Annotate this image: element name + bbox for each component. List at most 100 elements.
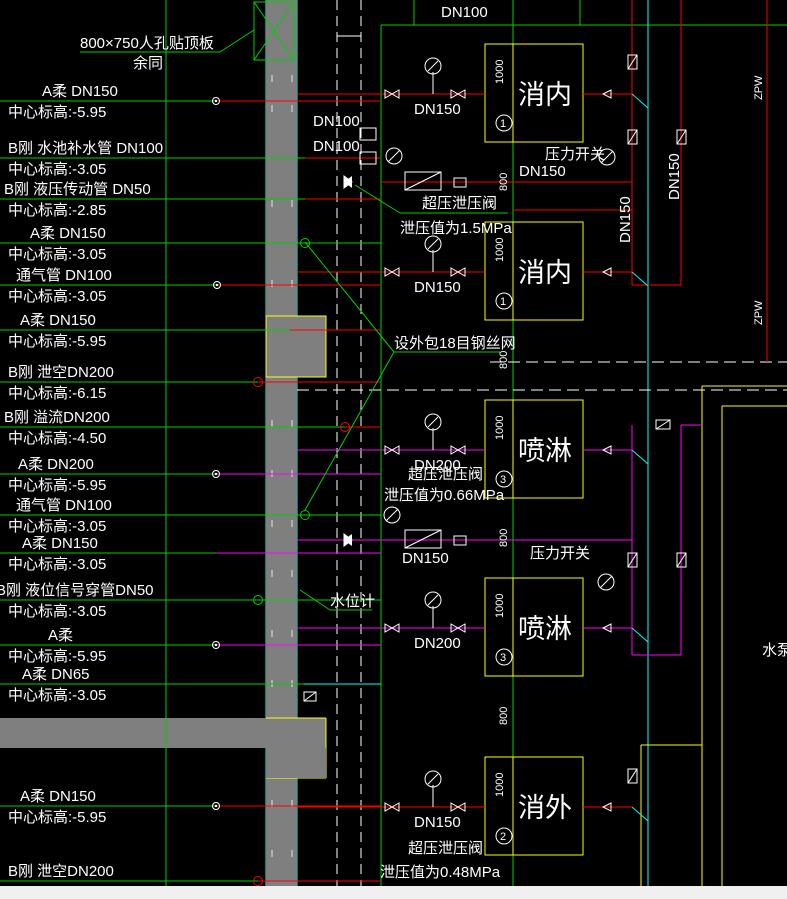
connector bbox=[631, 449, 649, 465]
gauge-needle bbox=[427, 773, 439, 785]
pump-label: 消外 bbox=[518, 793, 572, 824]
riser-code: ZPW bbox=[753, 300, 765, 325]
pipe-label: A柔 DN150 bbox=[22, 535, 98, 552]
gate-valve bbox=[450, 623, 460, 633]
pipe-elevation: 中心标高:-3.05 bbox=[8, 603, 106, 620]
manhole-top bbox=[266, 0, 297, 60]
manhole-note: 800×750人孔贴顶板 bbox=[80, 34, 214, 52]
pipe-label: 通气管 DN100 bbox=[16, 497, 112, 514]
pump-unit: 喷淋 1000 3 DN200 bbox=[297, 577, 649, 677]
gate-valve bbox=[390, 445, 400, 455]
relief-valve-label: 超压泄压阀 bbox=[408, 840, 483, 857]
pipe-end-symbol bbox=[214, 472, 218, 476]
connector bbox=[631, 93, 649, 109]
pipe-end-symbol bbox=[253, 377, 263, 387]
pipe-elevation: 中心标高:-3.05 bbox=[8, 288, 106, 305]
pump-size: 1000 bbox=[494, 60, 506, 84]
pressure-gauge bbox=[424, 235, 442, 253]
gate-valve bbox=[384, 802, 394, 812]
pipe-label: B刚 泄空DN200 bbox=[8, 863, 114, 880]
riser-code: ZPW bbox=[753, 75, 765, 100]
spacing-dim: 800 bbox=[498, 707, 510, 725]
relief-pressure-2: 泄压值为0.66MPa bbox=[384, 487, 505, 504]
pump-pipe-size: DN200 bbox=[414, 457, 461, 474]
gauge-needle bbox=[427, 594, 439, 606]
pipe-label: B刚 泄空DN200 bbox=[8, 364, 114, 381]
pipe-label: A柔 DN150 bbox=[30, 225, 106, 242]
pipe-elevation: 中心标高:-4.50 bbox=[8, 430, 106, 447]
connector bbox=[631, 806, 649, 822]
relief-valve-label: 超压泄压阀 bbox=[408, 466, 483, 483]
pump-size: 1000 bbox=[494, 594, 506, 618]
pipe-elevation: 中心标高:-3.05 bbox=[8, 161, 106, 178]
gate-valve bbox=[390, 802, 400, 812]
pipe-end-symbol bbox=[214, 643, 218, 647]
concrete-block bbox=[265, 315, 327, 378]
pipe-elevation: 中心标高:-5.95 bbox=[8, 104, 106, 121]
pipe-end-symbol bbox=[212, 802, 220, 810]
gate-valve bbox=[456, 623, 466, 633]
connector bbox=[631, 271, 649, 287]
pipe-elevation: 中心标高:-6.15 bbox=[8, 385, 106, 402]
top-pipe-size: DN100 bbox=[441, 4, 488, 21]
pump-pipe-size: DN150 bbox=[414, 101, 461, 118]
pipe-elevation: 中心标高:-5.95 bbox=[8, 648, 106, 665]
pump-outline bbox=[484, 399, 584, 499]
pipe-label: A柔 DN200 bbox=[18, 456, 94, 473]
gauge-needle bbox=[427, 60, 439, 72]
pump-pipe-size: DN150 bbox=[414, 279, 461, 296]
relief-valve-label: 超压泄压阀 bbox=[422, 195, 497, 212]
pipe-end-symbol bbox=[212, 641, 220, 649]
pipe-end-symbol bbox=[340, 422, 350, 432]
pump-index: 3 bbox=[500, 652, 506, 664]
pipe-elevation: 中心标高:-5.95 bbox=[8, 809, 106, 826]
pump-label: 喷淋 bbox=[518, 614, 572, 645]
pressure-switch-label: 压力开关 bbox=[545, 146, 605, 163]
spacing-dim: 800 bbox=[498, 173, 510, 191]
gate-valve bbox=[384, 267, 394, 277]
gate-valve bbox=[450, 802, 460, 812]
pump-index: 2 bbox=[500, 831, 506, 843]
pump-size: 1000 bbox=[494, 238, 506, 262]
pump-pipe-size: DN150 bbox=[414, 814, 461, 831]
gate-valve bbox=[450, 89, 460, 99]
riser-valves bbox=[627, 54, 687, 784]
gate-valve bbox=[456, 802, 466, 812]
pipe-elevation: 中心标高:-3.05 bbox=[8, 556, 106, 573]
pipe-end-symbol bbox=[300, 510, 310, 520]
pump-label: 消内 bbox=[518, 80, 572, 111]
pipe-label: A柔 DN65 bbox=[22, 666, 90, 683]
pipe-end-symbol bbox=[214, 804, 218, 808]
pipe-end-symbol bbox=[253, 876, 263, 886]
relief-pressure-3: 泄压值为0.48MPa bbox=[380, 864, 501, 881]
pipe-size-dn150: DN150 bbox=[519, 163, 566, 180]
pump-index: 1 bbox=[500, 118, 506, 130]
pipe-end-symbol bbox=[212, 97, 220, 105]
pipe-size-dn150: DN150 bbox=[402, 550, 449, 567]
connector bbox=[631, 627, 649, 643]
pump-index-circle bbox=[495, 470, 513, 488]
pump-index-circle bbox=[495, 827, 513, 845]
pressure-gauge bbox=[424, 591, 442, 609]
pipe-size-dn100: DN100 bbox=[313, 113, 360, 130]
water-level-gauge: 水位计 bbox=[330, 593, 375, 610]
relief-pressure-1: 泄压值为1.5MPa bbox=[400, 220, 512, 237]
pipe-size-dn100: DN100 bbox=[313, 138, 360, 155]
pipe-label: 通气管 DN100 bbox=[16, 267, 112, 284]
manhole-note-same: 余同 bbox=[133, 54, 163, 72]
pipe-label: A柔 bbox=[48, 627, 73, 644]
mesh-note: 设外包18目钢丝网 bbox=[394, 335, 516, 352]
pumps: 消内10001DN150消内10001DN150喷淋10003DN200喷淋10… bbox=[297, 43, 649, 856]
pump-index: 1 bbox=[500, 296, 506, 308]
gate-valve bbox=[384, 89, 394, 99]
pump-index-circle bbox=[495, 114, 513, 132]
pressure-gauge bbox=[424, 57, 442, 75]
gauge-needle bbox=[427, 416, 439, 428]
pipe-elevation: 中心标高:-5.95 bbox=[8, 477, 106, 494]
pump-pipe-size: DN200 bbox=[414, 635, 461, 652]
pump-index-circle bbox=[495, 292, 513, 310]
